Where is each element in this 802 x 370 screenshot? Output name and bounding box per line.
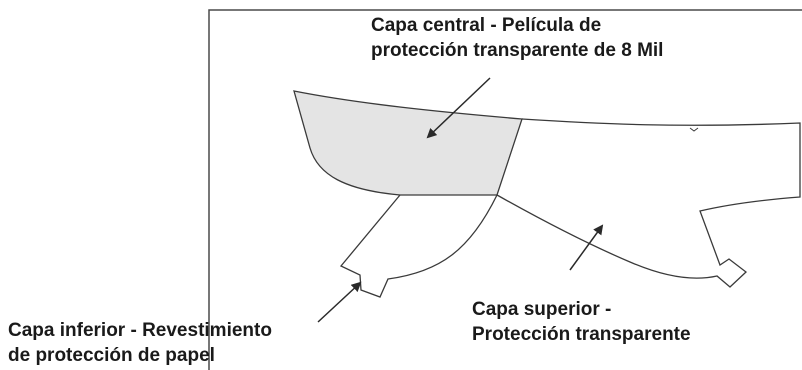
bottom-layer-label-line1: Capa inferior - Revestimiento (8, 320, 272, 341)
middle-layer-arrow (426, 77, 491, 139)
middle-layer-label-line1: Capa central - Película de (371, 15, 602, 36)
top-layer-label-line1: Capa superior - (472, 299, 612, 320)
top-layer-protection (496, 118, 801, 288)
middle-layer-film (293, 90, 523, 196)
bottom-layer-label-line2: de protección de papel (8, 345, 215, 366)
middle-layer-label: Capa central - Película de protección tr… (371, 13, 663, 63)
top-layer-label-line2: Protección transparente (472, 324, 691, 345)
top-layer-notch (689, 127, 699, 132)
top-layer-label: Capa superior - Protección transparente (472, 297, 691, 347)
middle-layer-label-line2: protección transparente de 8 Mil (371, 40, 664, 61)
bottom-layer-label: Capa inferior - Revestimiento de protecc… (8, 318, 272, 368)
bottom-layer-arrow (317, 281, 362, 323)
top-layer-arrow (569, 224, 604, 271)
frame-border (208, 9, 802, 370)
bottom-layer-liner (339, 194, 498, 298)
